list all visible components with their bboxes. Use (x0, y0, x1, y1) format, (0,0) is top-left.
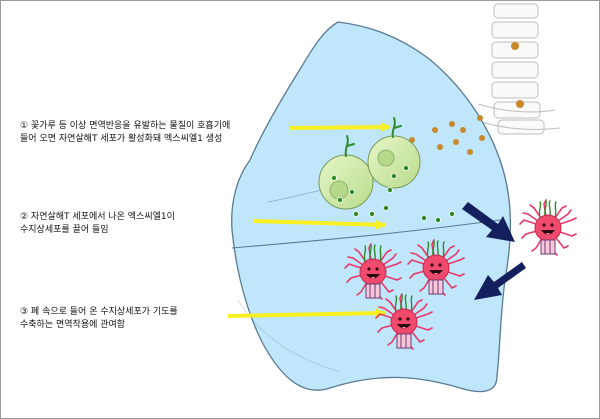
pointer-arrow-1 (289, 122, 391, 133)
caption-step-1-line2: 들어 오면 자연살해T 세포가 활성화돼 엑스씨엘1 생성 (20, 134, 223, 144)
flow-arrows (462, 202, 526, 300)
nkt-cell-icon (318, 117, 421, 210)
caption-step-1-line1: ① 꽃가루 등 이상 면역반응을 유발하는 물질이 호흡기에 (20, 121, 231, 131)
caption-step-3-line2: 수축하는 면역작용에 관여함 (20, 320, 126, 330)
pointer-arrow-3 (227, 308, 386, 319)
pollen-particle-icon (409, 115, 485, 155)
caption-step-2-line1: ② 자연살해T 세포에서 나온 엑스씨엘1이 (20, 212, 175, 222)
caption-step-1: ① 꽃가루 등 이상 면역반응을 유발하는 물질이 호흡기에 들어 오면 자연살… (20, 120, 230, 146)
spine-icon (469, 3, 561, 135)
caption-step-3-line1: ③ 폐 속으로 들어 온 수지상세포가 기도를 (20, 307, 178, 317)
lung-icon (231, 21, 512, 393)
pointer-arrow-2 (253, 219, 386, 230)
flow-arrow-2 (474, 262, 526, 300)
chemokine-dot-icon (330, 164, 455, 223)
flow-arrow-1 (462, 202, 515, 242)
caption-step-2: ② 자연살해T 세포에서 나온 엑스씨엘1이 수지상세포를 끌어 들임 (20, 211, 175, 237)
pointer-arrows (227, 122, 391, 319)
caption-step-2-line2: 수지상세포를 끌어 들임 (20, 225, 109, 235)
caption-step-3: ③ 폐 속으로 들어 온 수지상세포가 기도를 수축하는 면역작용에 관여함 (20, 306, 178, 332)
